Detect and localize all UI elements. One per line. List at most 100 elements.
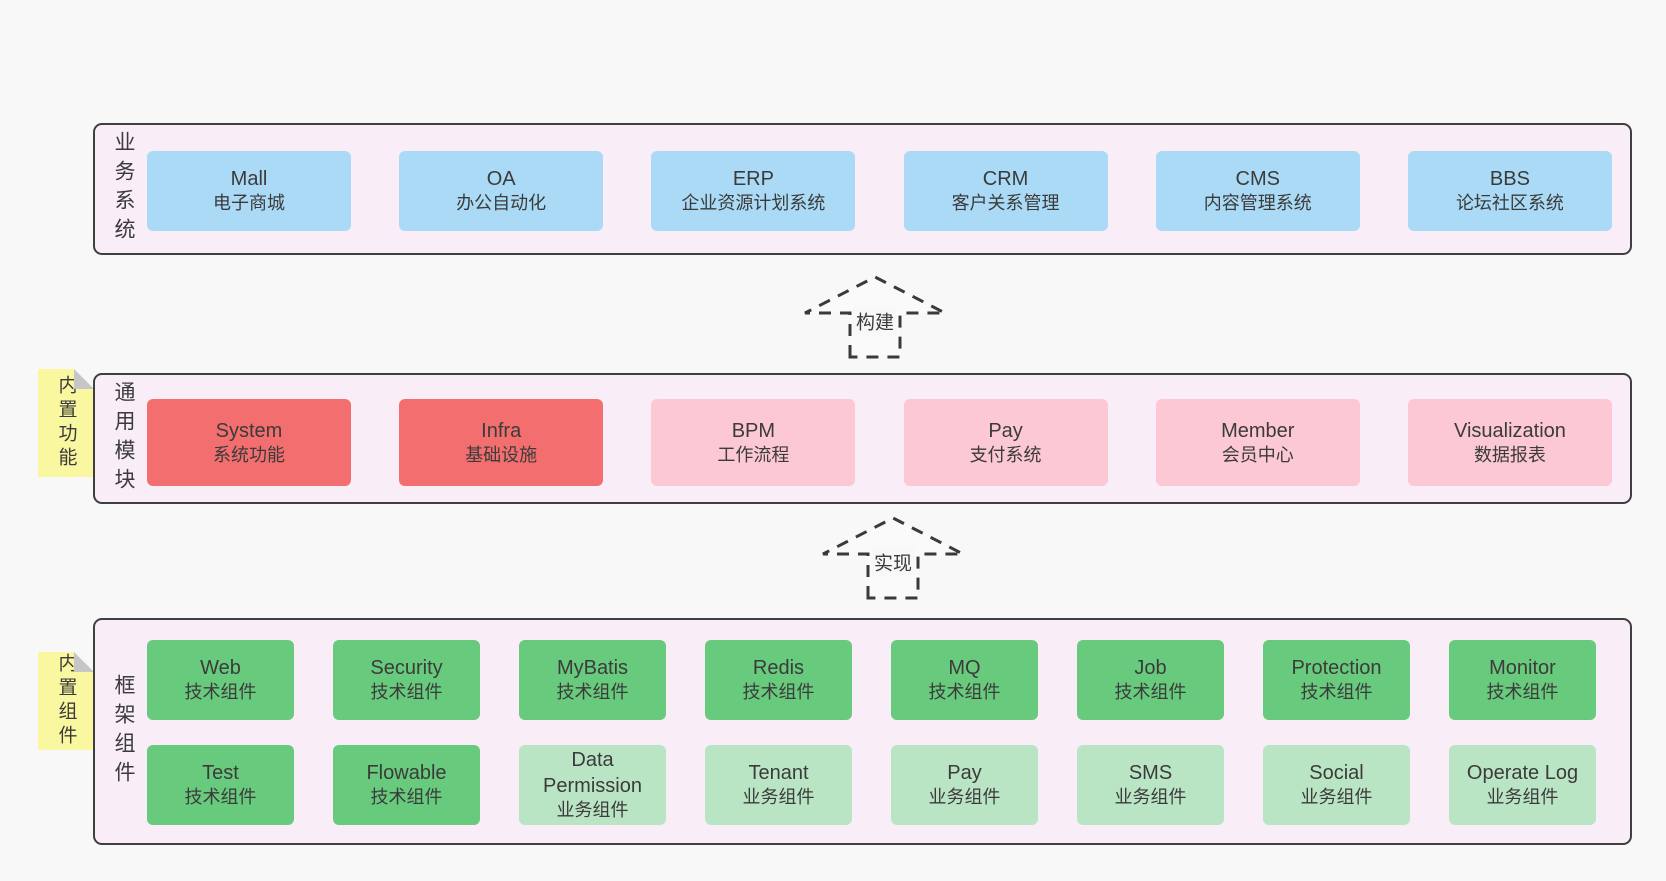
box-subtitle: 业务组件 (742, 787, 815, 808)
sticky-note-text: 内置功能 (55, 375, 77, 471)
box-subtitle: 数据报表 (1473, 444, 1546, 465)
box-subtitle: 会员中心 (1221, 444, 1294, 465)
layer-label-framework: 框架组件 (112, 673, 135, 790)
box-subtitle: 客户关系管理 (951, 193, 1060, 214)
box-subtitle: 电子商城 (213, 193, 285, 214)
box-title: MQ (948, 657, 981, 680)
box-subtitle: 支付系统 (969, 444, 1042, 465)
box-subtitle: 系统功能 (213, 444, 285, 465)
box-title: Test (202, 762, 239, 785)
box-subtitle: 技术组件 (370, 787, 443, 808)
box-subtitle: 业务组件 (556, 800, 629, 821)
box-title: Mall (230, 168, 268, 191)
box-subtitle: 内容管理系统 (1203, 193, 1312, 214)
box-title: CMS (1235, 168, 1280, 191)
box-title: Tenant (748, 762, 809, 785)
box-title: Infra (481, 419, 522, 442)
box-title: BBS (1489, 168, 1530, 191)
box-title: ERP (732, 168, 774, 191)
box-title: OA (486, 168, 516, 191)
box-title: Job (1134, 657, 1167, 680)
sticky-note-builtin-functions: 内置功能 (38, 369, 94, 477)
box-subtitle: 业务组件 (1300, 787, 1373, 808)
layer-label-business: 业务系统 (112, 131, 135, 247)
box-subtitle: 业务组件 (1486, 787, 1559, 808)
box-title: Visualization (1453, 419, 1566, 442)
sticky-note-text: 内置组件 (55, 653, 77, 749)
box-subtitle: 技术组件 (184, 787, 257, 808)
box-title: Security (370, 657, 443, 680)
box-title: MyBatis (556, 657, 629, 680)
box-subtitle: 业务组件 (928, 787, 1001, 808)
up-arrow-implement: 实现 (822, 516, 964, 600)
box-subtitle: 工作流程 (717, 444, 790, 465)
box-subtitle: 企业资源计划系统 (681, 193, 826, 214)
box-title: Redis (752, 657, 805, 680)
box-subtitle: 技术组件 (1114, 682, 1187, 703)
box-title: System (215, 419, 283, 442)
box-subtitle: 技术组件 (1300, 682, 1373, 703)
box-subtitle: 技术组件 (556, 682, 629, 703)
box-title: Member (1221, 419, 1295, 442)
box-title: Web (200, 657, 241, 680)
box-title: Pay (947, 762, 982, 785)
arrow-label-build: 构建 (852, 306, 898, 336)
box-subtitle: 技术组件 (928, 682, 1001, 703)
box-subtitle: 技术组件 (184, 682, 257, 703)
box-title: Operate Log (1466, 762, 1579, 785)
box-title: Social (1309, 762, 1364, 785)
box-subtitle: 技术组件 (370, 682, 443, 703)
box-subtitle: 基础设施 (465, 444, 538, 465)
box-title: Pay (988, 419, 1023, 442)
box-title: Monitor (1489, 657, 1556, 680)
box-subtitle: 办公自动化 (456, 193, 547, 214)
sticky-note-builtin-components: 内置组件 (38, 652, 94, 750)
box-subtitle: 论坛社区系统 (1455, 193, 1564, 214)
arrow-label-implement: 实现 (870, 547, 916, 577)
box-title: SMS (1128, 762, 1173, 785)
box-title: Protection (1291, 657, 1382, 680)
layer-label-modules: 通用模块 (112, 380, 135, 497)
box-subtitle: 技术组件 (1486, 682, 1559, 703)
box-title: CRM (982, 168, 1029, 191)
box-subtitle: 技术组件 (742, 682, 815, 703)
up-arrow-build: 构建 (804, 275, 946, 359)
box-subtitle: 业务组件 (1114, 787, 1187, 808)
box-title: BPM (731, 419, 776, 442)
box-title: Data Permission (543, 749, 642, 798)
